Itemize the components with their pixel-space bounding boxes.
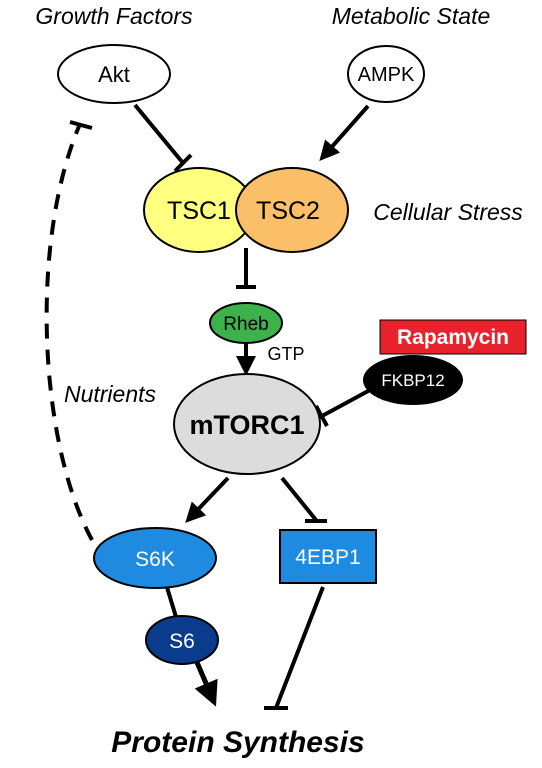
tsc2-label: TSC2 bbox=[256, 197, 320, 225]
rapamycin-label: Rapamycin bbox=[397, 326, 509, 349]
growth-factors-label: Growth Factors bbox=[35, 3, 193, 29]
akt-to-tsc-inhibition bbox=[133, 103, 185, 165]
fkbp12-to-mtorc1-inhibition bbox=[321, 388, 371, 418]
rapamycin-node bbox=[379, 319, 527, 355]
tsc1-label: TSC1 bbox=[167, 197, 231, 225]
4ebp1-node bbox=[279, 529, 377, 584]
ampk-to-tsc-activation bbox=[319, 104, 370, 161]
metabolic-state-label: Metabolic State bbox=[332, 3, 491, 29]
akt-label: Akt bbox=[98, 62, 130, 87]
s6k-to-akt-feedback-bar bbox=[69, 120, 93, 130]
mtorc1-to-4ebp1-inhibition bbox=[280, 476, 318, 522]
s6k-to-s6-line bbox=[164, 583, 178, 618]
fkbp12-label: FKBP12 bbox=[381, 371, 444, 390]
nutrients-label: Nutrients bbox=[64, 381, 157, 407]
cellular-stress-label: Cellular Stress bbox=[373, 199, 523, 225]
rheb-node bbox=[209, 302, 283, 344]
ampk-label: AMPK bbox=[358, 64, 415, 86]
ampk-node bbox=[347, 45, 425, 103]
protein-synthesis-label: Protein Synthesis bbox=[111, 726, 364, 759]
rheb-label: Rheb bbox=[223, 314, 268, 335]
akt-to-tsc-inhibition-bar bbox=[173, 153, 193, 173]
mtorc1-to-s6k-activation bbox=[185, 476, 230, 523]
mtorc1-node bbox=[173, 373, 321, 475]
s6k-to-akt-feedback-inhibition bbox=[44, 123, 94, 541]
gtp-label: GTP bbox=[267, 344, 304, 364]
s6-to-protein-synthesis-activation bbox=[193, 659, 218, 707]
akt-node bbox=[57, 44, 171, 104]
s6k-node bbox=[93, 527, 217, 589]
s6-node bbox=[145, 615, 219, 665]
s6-label: S6 bbox=[169, 630, 195, 653]
s6k-label: S6K bbox=[135, 548, 175, 571]
4ebp1-to-protein-synthesis-inhibition bbox=[274, 586, 325, 709]
fkbp12-node bbox=[363, 355, 463, 405]
tsc2-node bbox=[235, 167, 349, 253]
4ebp1-label: 4EBP1 bbox=[295, 546, 360, 569]
mtorc1-label: mTORC1 bbox=[189, 410, 304, 440]
